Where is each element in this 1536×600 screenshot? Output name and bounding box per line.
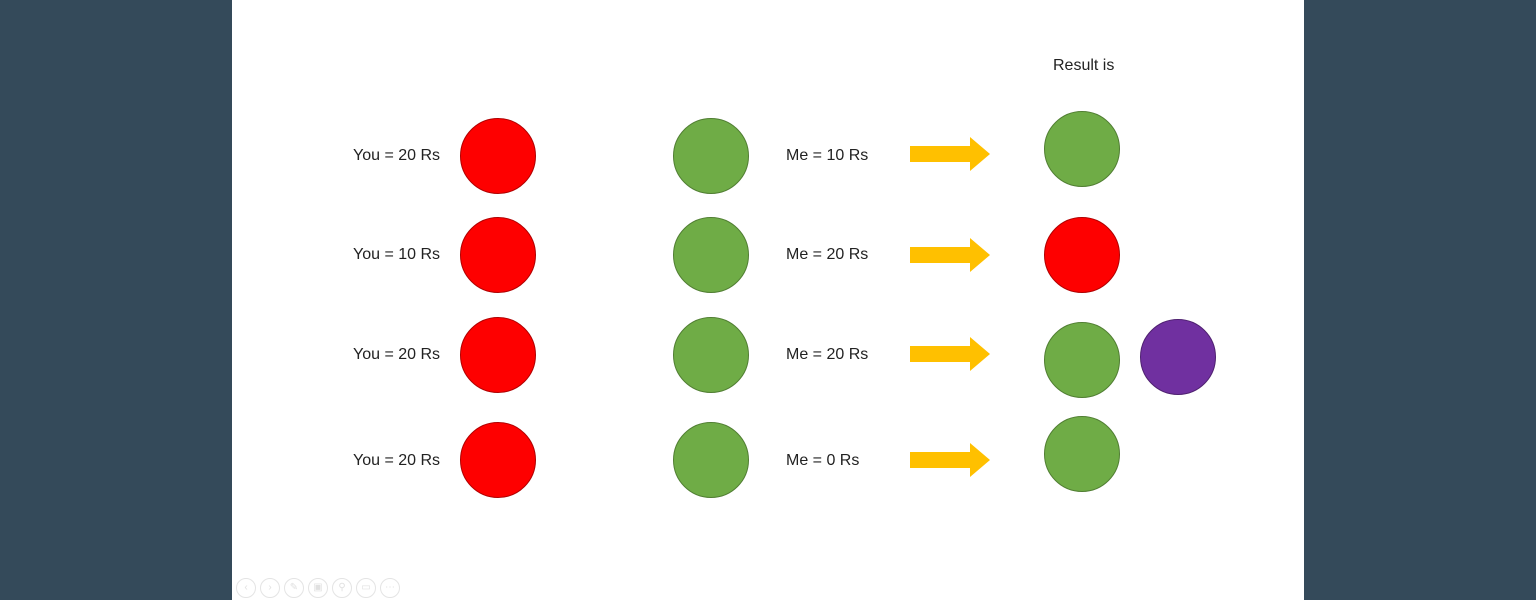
arrow-right-icon xyxy=(910,443,990,477)
me-green-circle-1 xyxy=(673,118,749,194)
more-icon[interactable]: ⋯ xyxy=(380,578,400,598)
zoom-icon[interactable]: ⚲ xyxy=(332,578,352,598)
result-purple-circle-3 xyxy=(1140,319,1216,395)
result-green-circle-4 xyxy=(1044,416,1120,492)
you-red-circle-3 xyxy=(460,317,536,393)
result-red-circle-2 xyxy=(1044,217,1120,293)
next-icon[interactable]: › xyxy=(260,578,280,598)
you-label-4: You = 20 Rs xyxy=(353,452,441,469)
arrow-right-icon xyxy=(910,137,990,171)
result-header: Result is xyxy=(1053,57,1115,74)
me-green-circle-4 xyxy=(673,422,749,498)
you-label-3: You = 20 Rs xyxy=(353,346,441,363)
presentation-controls: ‹ › ✎ ▣ ⚲ ▭ ⋯ xyxy=(236,578,400,598)
me-green-circle-3 xyxy=(673,317,749,393)
result-green-circle-1 xyxy=(1044,111,1120,187)
slide: Result is You = 20 Rs Me = 10 Rs You = 1… xyxy=(232,0,1304,600)
you-label-1: You = 20 Rs xyxy=(353,147,441,164)
you-red-circle-1 xyxy=(460,118,536,194)
you-label-2: You = 10 Rs xyxy=(353,246,441,263)
pen-icon[interactable]: ✎ xyxy=(284,578,304,598)
screen-icon[interactable]: ▭ xyxy=(356,578,376,598)
you-red-circle-2 xyxy=(460,217,536,293)
previous-icon[interactable]: ‹ xyxy=(236,578,256,598)
me-green-circle-2 xyxy=(673,217,749,293)
me-label-3: Me = 20 Rs xyxy=(786,346,869,363)
slides-icon[interactable]: ▣ xyxy=(308,578,328,598)
me-label-1: Me = 10 Rs xyxy=(786,147,869,164)
me-label-4: Me = 0 Rs xyxy=(786,452,860,469)
me-label-2: Me = 20 Rs xyxy=(786,246,869,263)
result-green-circle-3 xyxy=(1044,322,1120,398)
you-red-circle-4 xyxy=(460,422,536,498)
arrow-right-icon xyxy=(910,337,990,371)
arrow-right-icon xyxy=(910,238,990,272)
